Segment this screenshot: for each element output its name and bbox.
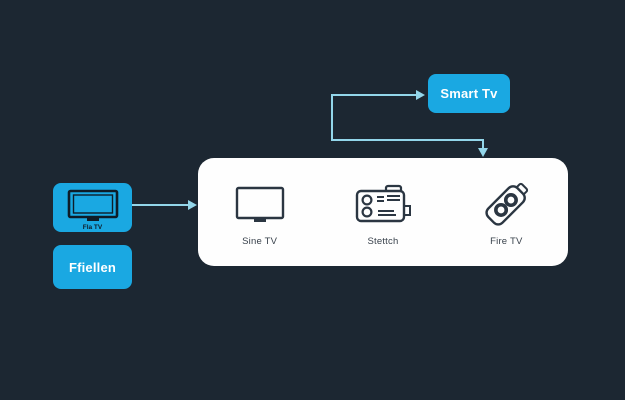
tv-icon (234, 179, 286, 231)
ffiellen-label: Ffiellen (68, 259, 117, 275)
panel-item-label: Sine TV (242, 236, 278, 247)
panel-item-sine-tv[interactable]: Sine TV (205, 179, 315, 247)
node-fla-tv[interactable]: Fla TV (53, 183, 132, 232)
tv-icon (65, 189, 121, 223)
panel-item-fire-tv[interactable]: Fire TV (451, 179, 561, 247)
media-box-icon (354, 179, 412, 231)
panel-item-label: Fire TV (490, 236, 523, 247)
node-ffiellen[interactable]: Ffiellen (53, 245, 132, 289)
devices-panel: Sine TV Stettch (198, 158, 568, 266)
arrow-source-to-panel (132, 200, 197, 210)
fla-tv-label: Fla TV (82, 223, 103, 231)
panel-item-stettch[interactable]: Stettch (328, 179, 438, 247)
node-smart-tv[interactable]: Smart Tv (428, 74, 510, 113)
streaming-stick-icon (479, 179, 533, 231)
panel-item-label: Stettch (367, 236, 399, 247)
smart-tv-label: Smart Tv (440, 86, 498, 101)
